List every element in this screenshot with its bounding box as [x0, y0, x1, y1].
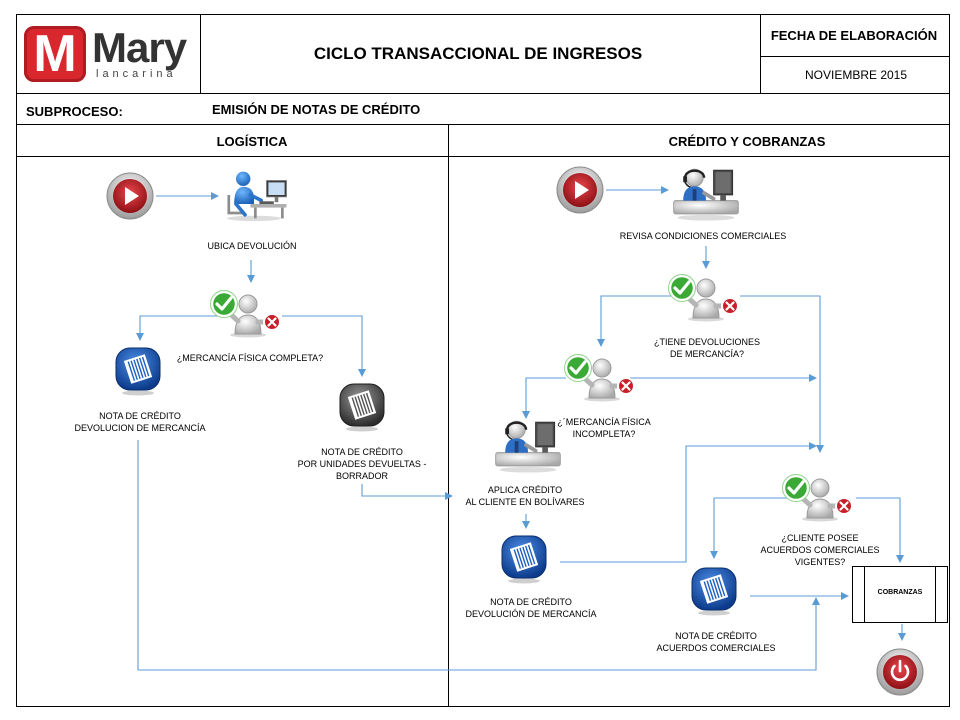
arrow-decision3-to-cobranzas	[856, 497, 904, 563]
label-mercancia-completa: ¿MERCANCÍA FÍSICA COMPLETA?	[176, 353, 324, 363]
doc-gray-icon-borrador	[339, 383, 385, 432]
logo-m-badge: M	[24, 25, 86, 83]
headset-operator-icon-aplica	[493, 419, 563, 474]
label-nota-acuerdos: NOTA DE CRÉDITO ACUERDOS COMERCIALES	[656, 631, 776, 653]
date-value: NOVIEMBRE 2015	[804, 68, 908, 82]
date-label: FECHA DE ELABORACIÓN	[770, 28, 938, 43]
label-nota-borrador: NOTA DE CRÉDITO POR UNIDADES DEVUELTAS -…	[297, 447, 427, 481]
brand-logo: M Mary lancarina	[24, 24, 196, 84]
logo-tagline: lancarina	[96, 68, 177, 80]
label-acuerdos-vigentes: ¿CLIENTE POSEE ACUERDOS COMERCIALES VIGE…	[760, 533, 880, 567]
logo-m-letter: M	[33, 25, 77, 83]
subprocess-value: EMISIÓN DE NOTAS DE CRÉDITO	[212, 102, 421, 117]
doc-blue-icon-acuerdos	[691, 567, 737, 616]
arrow-decision3-to-nota-acuerdos	[710, 497, 788, 559]
label-ubica-devolucion: UBICA DEVOLUCIÓN	[207, 241, 297, 251]
cobranzas-process-box	[852, 566, 948, 623]
doc-blue-icon-right	[501, 535, 547, 584]
label-nota-devolucion-right: NOTA DE CRÉDITO DEVOLUCIÓN DE MERCANCÍA	[465, 597, 597, 619]
logo-wordmark: Mary	[92, 24, 187, 71]
label-cobranzas: COBRANZAS	[877, 589, 923, 596]
page-title: CICLO TRANSACCIONAL DE INGRESOS	[313, 44, 643, 63]
label-mercancia-incompleta: ¿´MERCANCÍA FÍSICA INCOMPLETA?	[557, 417, 651, 439]
arrow-nota-right-to-decision3	[560, 442, 817, 563]
user-computer-icon	[225, 169, 289, 224]
arrow-decision-to-nota-borrador	[282, 315, 366, 377]
decision-check-cross-icon-2	[565, 355, 635, 402]
connector-arrows	[136, 186, 906, 671]
arrow-decision-to-nota-left	[136, 315, 220, 341]
label-tiene-devoluciones: ¿TIENE DEVOLUCIONES DE MERCANCÍA?	[653, 337, 761, 359]
label-nota-devolucion-left: NOTA DE CRÉDITO DEVOLUCION DE MERCANCÍA	[74, 411, 206, 433]
arrow-decision2-to-aplica	[522, 377, 566, 419]
label-aplica-credito: APLICA CRÉDITO AL CLIENTE EN BOLÍVARES	[465, 485, 585, 507]
start-play-icon-left	[106, 172, 154, 220]
lane-title-credito: CRÉDITO Y COBRANZAS	[668, 134, 826, 149]
start-play-icon-right	[556, 166, 604, 214]
label-revisa-condiciones: REVISA CONDICIONES COMERCIALES	[619, 231, 787, 241]
arrow-nota-left-to-cobranzas	[137, 440, 820, 671]
arrow-borrador-to-aplica	[361, 484, 453, 500]
end-power-icon	[876, 648, 924, 696]
decision-check-cross-icon-left	[211, 291, 281, 338]
doc-blue-icon-left	[115, 347, 161, 396]
decision-check-cross-icon-1	[669, 275, 739, 322]
arrow-decision1-to-decision2	[597, 295, 672, 347]
arrow-decision1-to-decision3	[740, 295, 824, 453]
lane-title-logistica: LOGÍSTICA	[216, 134, 288, 149]
subprocess-label: SUBPROCESO:	[26, 104, 123, 119]
headset-operator-icon-revisa	[671, 167, 741, 222]
decision-check-cross-icon-3	[783, 475, 853, 522]
